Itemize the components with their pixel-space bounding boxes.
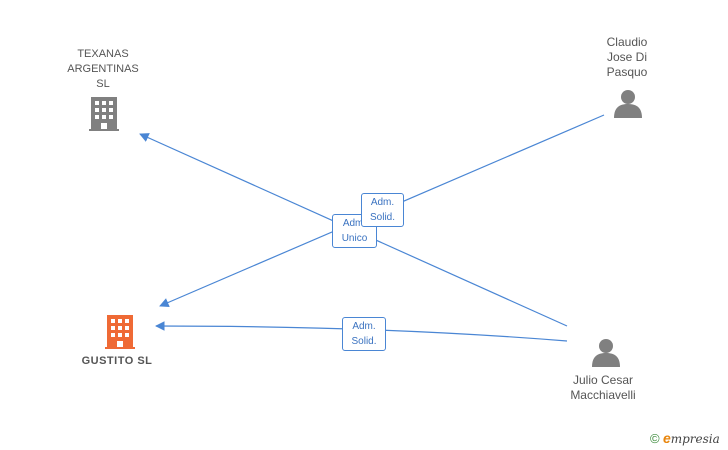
footer-brand: © empresia <box>650 430 720 446</box>
copyright-icon: © <box>650 431 660 446</box>
node-label-gustito[interactable]: GUSTITO SL <box>81 355 153 367</box>
node-label-texanas[interactable]: TEXANAS ARGENTINAS SL <box>67 48 139 90</box>
building-icon <box>89 97 119 131</box>
node-label-claudio[interactable]: Claudio Jose Di Pasquo <box>606 35 648 79</box>
building-icon-main <box>105 315 135 349</box>
person-icon <box>614 90 642 118</box>
edge-label-claudio-gustito: Adm. Solid. <box>361 193 404 227</box>
person-icon <box>592 339 620 367</box>
brand-logo-text: mpresia <box>670 432 720 446</box>
brand-logo-initial: e <box>662 430 671 446</box>
node-label-julio[interactable]: Julio Cesar Macchiavelli <box>570 373 636 402</box>
edge-label-julio-gustito: Adm. Solid. <box>342 317 386 351</box>
